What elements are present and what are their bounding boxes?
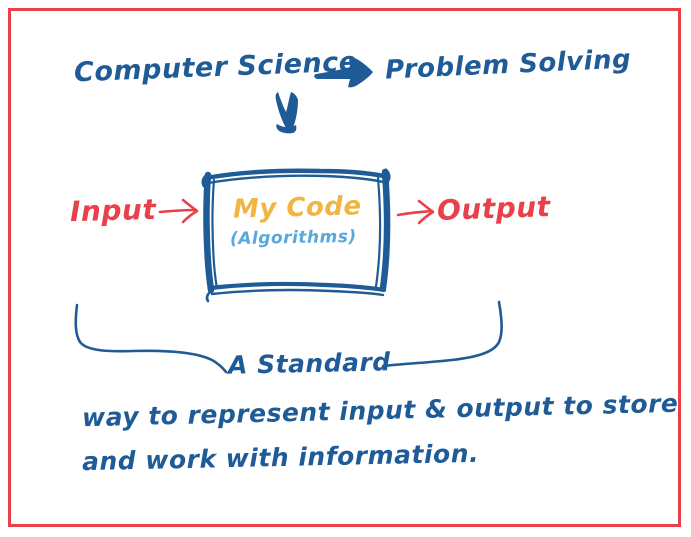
box-title: My Code	[232, 191, 362, 225]
brace-label: A Standard	[227, 347, 391, 380]
box-subtitle: (Algorithms)	[229, 226, 357, 250]
label-input: Input	[69, 192, 157, 229]
label-output: Output	[436, 190, 552, 227]
red-border-frame	[8, 8, 681, 527]
